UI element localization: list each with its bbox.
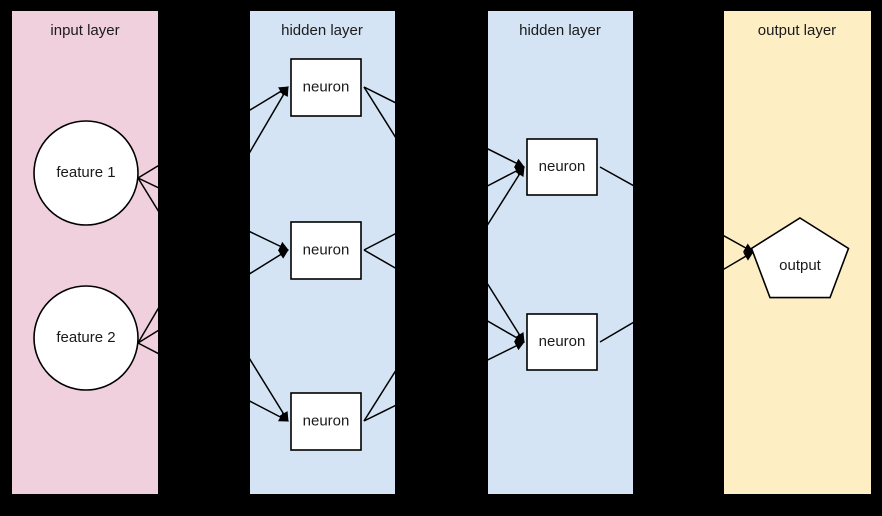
connection-line bbox=[488, 283, 525, 343]
hidden1-node-2-label: neuron bbox=[303, 241, 350, 258]
input-node-2-label: feature 2 bbox=[56, 329, 115, 346]
connection-line bbox=[250, 86, 289, 111]
hidden1-node-1[interactable]: neuron bbox=[290, 58, 362, 117]
hidden2-node-1-rect[interactable] bbox=[526, 138, 598, 196]
input-node-1[interactable]: feature 1 bbox=[33, 120, 139, 226]
hidden1-node-1-rect[interactable] bbox=[290, 58, 362, 117]
hidden2-node-2-rect[interactable] bbox=[526, 313, 598, 371]
connection-line bbox=[250, 230, 289, 251]
connection-line bbox=[250, 249, 289, 275]
hidden1-node-3[interactable]: neuron bbox=[290, 392, 362, 451]
connection-line bbox=[363, 370, 395, 422]
layer-title-output: output layer bbox=[758, 22, 836, 39]
connection-line bbox=[599, 321, 633, 343]
layer-title-hidden1: hidden layer bbox=[281, 22, 363, 39]
connection-line bbox=[363, 249, 395, 269]
output-node-1[interactable]: output bbox=[750, 217, 850, 299]
connections-in-hidden2 bbox=[488, 148, 633, 361]
output-node-1-label: output bbox=[779, 257, 822, 274]
connection-line bbox=[363, 86, 395, 138]
hidden2-node-2[interactable]: neuron bbox=[526, 313, 598, 371]
nodes: feature 1 feature 2 neuron neuron neuron neur… bbox=[33, 58, 850, 451]
hidden1-node-1-label: neuron bbox=[303, 78, 350, 95]
layer-box-input bbox=[12, 11, 158, 494]
connection-line bbox=[363, 404, 395, 422]
hidden1-node-3-label: neuron bbox=[303, 412, 350, 429]
connections-in-input bbox=[137, 164, 158, 355]
connection-line bbox=[363, 86, 395, 104]
hidden2-node-1-label: neuron bbox=[539, 158, 586, 175]
connections-in-hidden1 bbox=[250, 86, 395, 422]
hidden2-node-1[interactable]: neuron bbox=[526, 138, 598, 196]
connection-line bbox=[250, 400, 289, 422]
input-node-2-circle[interactable] bbox=[33, 285, 139, 391]
connection-line bbox=[488, 166, 525, 226]
input-node-1-circle[interactable] bbox=[33, 120, 139, 226]
connection-line bbox=[599, 166, 633, 187]
layer-backgrounds bbox=[12, 11, 871, 494]
layer-title-hidden2: hidden layer bbox=[519, 22, 601, 39]
connections-in-output bbox=[724, 235, 754, 270]
connection-line bbox=[488, 320, 525, 343]
input-node-2[interactable]: feature 2 bbox=[33, 285, 139, 391]
connections bbox=[137, 86, 754, 422]
layer-title-input: input layer bbox=[50, 22, 119, 39]
output-node-1-pentagon[interactable] bbox=[750, 217, 850, 299]
hidden1-node-3-rect[interactable] bbox=[290, 392, 362, 451]
hidden1-node-2[interactable]: neuron bbox=[290, 221, 362, 280]
connection-line bbox=[724, 235, 754, 253]
hidden2-node-2-label: neuron bbox=[539, 333, 586, 350]
connection-line bbox=[724, 251, 754, 270]
layer-box-hidden2 bbox=[488, 11, 633, 494]
input-node-1-label: feature 1 bbox=[56, 164, 115, 181]
connection-line bbox=[488, 166, 525, 187]
layer-titles: input layer hidden layer hidden layer outpu… bbox=[50, 22, 836, 39]
connection-line bbox=[250, 358, 289, 422]
connection-line bbox=[363, 233, 395, 251]
connection-line bbox=[250, 86, 289, 154]
connection-line bbox=[488, 341, 525, 361]
connection-line bbox=[488, 148, 525, 168]
hidden1-node-2-rect[interactable] bbox=[290, 221, 362, 280]
